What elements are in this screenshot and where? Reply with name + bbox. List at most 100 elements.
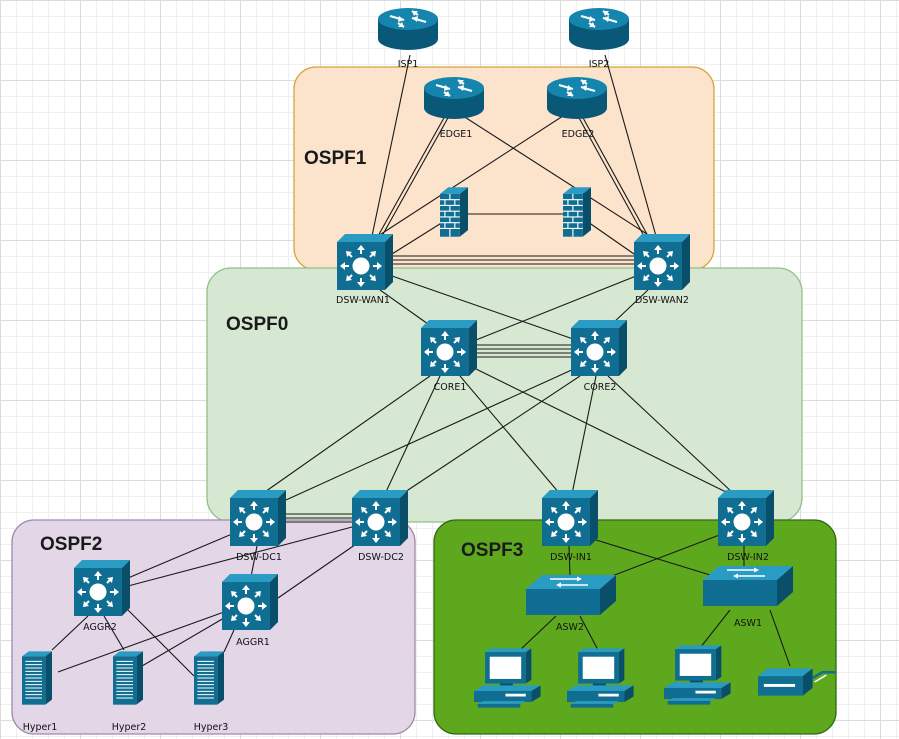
link-aggr2-hyper1 <box>51 615 89 651</box>
link-dsw-dc1-aggr2 <box>127 533 233 579</box>
multilayer-switch-icon <box>230 490 286 546</box>
link-fw1-dsw-wan1 <box>391 221 444 255</box>
link-dsw-wan2-core1 <box>475 275 637 341</box>
node-label-edge2: EDGE2 <box>562 129 595 140</box>
device-dsw-in1[interactable]: DSW-IN1 <box>542 490 598 563</box>
link-dsw-dc2-aggr1 <box>277 539 363 599</box>
link-aggr1-hyper3 <box>223 629 235 653</box>
server-icon <box>22 650 52 706</box>
link-aggr1-hyper1 <box>57 611 225 673</box>
device-isp2[interactable]: ISP2 <box>567 7 631 70</box>
link-edge2-dsw-wan2-b <box>581 115 649 237</box>
link-core1-dsw-dc2 <box>384 375 441 495</box>
node-label-isp2: ISP2 <box>589 59 610 70</box>
firewall-icon <box>563 186 591 238</box>
link-isp1-dsw-wan1 <box>371 54 411 237</box>
device-aggr1[interactable]: AGGR1 <box>222 574 278 648</box>
link-aggr1-hyper2 <box>141 617 225 667</box>
link-isp2-dsw-wan2 <box>604 54 657 237</box>
link-dsw-dc2-aggr2 <box>127 525 357 587</box>
node-label-dsw-dc1: DSW-DC1 <box>236 552 282 563</box>
node-label-hyper2: Hyper2 <box>112 722 147 733</box>
device-core1[interactable]: CORE1 <box>421 320 477 393</box>
router-icon <box>545 76 609 121</box>
device-edge1[interactable]: EDGE1 <box>422 76 486 140</box>
device-hyper3[interactable]: Hyper3 <box>194 650 229 733</box>
node-label-aggr1: AGGR1 <box>236 637 270 648</box>
device-dsw-in2[interactable]: DSW-IN2 <box>718 490 774 563</box>
link-core2-dsw-in1 <box>571 375 597 495</box>
node-label-core1: CORE1 <box>434 382 467 393</box>
link-core1-dsw-dc1 <box>261 375 431 495</box>
multilayer-switch-icon <box>352 490 408 546</box>
multilayer-switch-icon <box>571 320 627 376</box>
link-core1-dsw-in2 <box>473 367 731 495</box>
switch-icon <box>526 575 616 615</box>
multilayer-switch-icon <box>421 320 477 376</box>
node-label-dsw-dc2: DSW-DC2 <box>358 552 404 563</box>
area-ospf0 <box>206 267 803 523</box>
devices: ISP1 ISP2 EDGE1 EDGE2 DSW-WAN1 DSW-WAN2 <box>22 7 836 733</box>
link-asw1-printer <box>769 609 791 667</box>
link-asw1-pc3 <box>699 609 731 649</box>
link-edge2-dsw-wan1 <box>377 113 567 237</box>
node-label-hyper3: Hyper3 <box>194 722 229 733</box>
link-aggr2-hyper3 <box>123 605 195 677</box>
device-fw1[interactable] <box>440 186 468 238</box>
device-core2[interactable]: CORE2 <box>571 320 627 393</box>
node-label-dsw-wan2: DSW-WAN2 <box>635 295 689 306</box>
firewall-icon <box>440 186 468 238</box>
router-icon <box>422 76 486 121</box>
link-core2-dsw-in2 <box>607 375 735 495</box>
router-icon <box>567 7 631 52</box>
multilayer-switch-icon <box>222 574 278 630</box>
device-edge2[interactable]: EDGE2 <box>545 76 609 140</box>
node-label-isp1: ISP1 <box>398 59 419 70</box>
multilayer-switch-icon <box>337 234 393 290</box>
device-aggr2[interactable]: AGGR2 <box>74 560 130 633</box>
link-edge1-dsw-wan1-b <box>381 115 450 237</box>
router-icon <box>376 7 440 52</box>
area-label-ospf1: OSPF1 <box>304 148 367 169</box>
server-icon <box>113 650 143 706</box>
device-dsw-wan2[interactable]: DSW-WAN2 <box>634 234 690 306</box>
server-icon <box>194 650 224 706</box>
link-dsw-wan1-core2 <box>391 275 577 341</box>
node-label-edge1: EDGE1 <box>440 129 473 140</box>
device-dsw-dc2[interactable]: DSW-DC2 <box>352 490 408 563</box>
area-label-ospf3: OSPF3 <box>461 540 523 561</box>
device-hyper1[interactable]: Hyper1 <box>22 650 58 733</box>
device-dsw-dc1[interactable]: DSW-DC1 <box>230 490 286 563</box>
node-label-dsw-in1: DSW-IN1 <box>550 552 592 563</box>
link-core1-dsw-in1 <box>459 375 561 495</box>
multilayer-switch-icon <box>718 490 774 546</box>
link-aggr2-hyper2 <box>103 615 125 651</box>
link-edge1-dsw-wan1 <box>377 115 446 237</box>
link-asw2-pc1 <box>519 615 557 651</box>
node-label-dsw-wan1: DSW-WAN1 <box>336 295 390 306</box>
device-asw1[interactable]: ASW1 <box>703 566 793 629</box>
link-fw2-dsw-wan2 <box>587 221 635 255</box>
link-asw2-pc2 <box>579 615 599 651</box>
link-dsw-in1-asw2 <box>568 545 571 577</box>
device-hyper2[interactable]: Hyper2 <box>112 650 147 733</box>
node-label-asw1: ASW1 <box>734 618 762 629</box>
node-label-hyper1: Hyper1 <box>23 722 58 733</box>
area-label-ospf0: OSPF0 <box>226 314 288 335</box>
link-core2-dsw-dc1 <box>285 367 577 501</box>
link-dsw-wan1-core1 <box>379 289 429 325</box>
device-dsw-wan1[interactable]: DSW-WAN1 <box>336 234 393 306</box>
device-asw2[interactable]: ASW2 <box>526 575 616 633</box>
node-label-core2: CORE2 <box>584 382 617 393</box>
area-label-ospf2: OSPF2 <box>40 534 102 555</box>
link-dsw-wan2-core2 <box>611 289 649 325</box>
multilayer-switch-icon <box>74 560 130 616</box>
node-label-asw2: ASW2 <box>556 622 584 633</box>
node-label-aggr2: AGGR2 <box>83 622 117 633</box>
links <box>51 54 791 677</box>
node-label-dsw-in2: DSW-IN2 <box>727 552 769 563</box>
device-fw2[interactable] <box>563 186 591 238</box>
link-edge2-dsw-wan2 <box>577 115 645 237</box>
device-isp1[interactable]: ISP1 <box>376 7 440 70</box>
